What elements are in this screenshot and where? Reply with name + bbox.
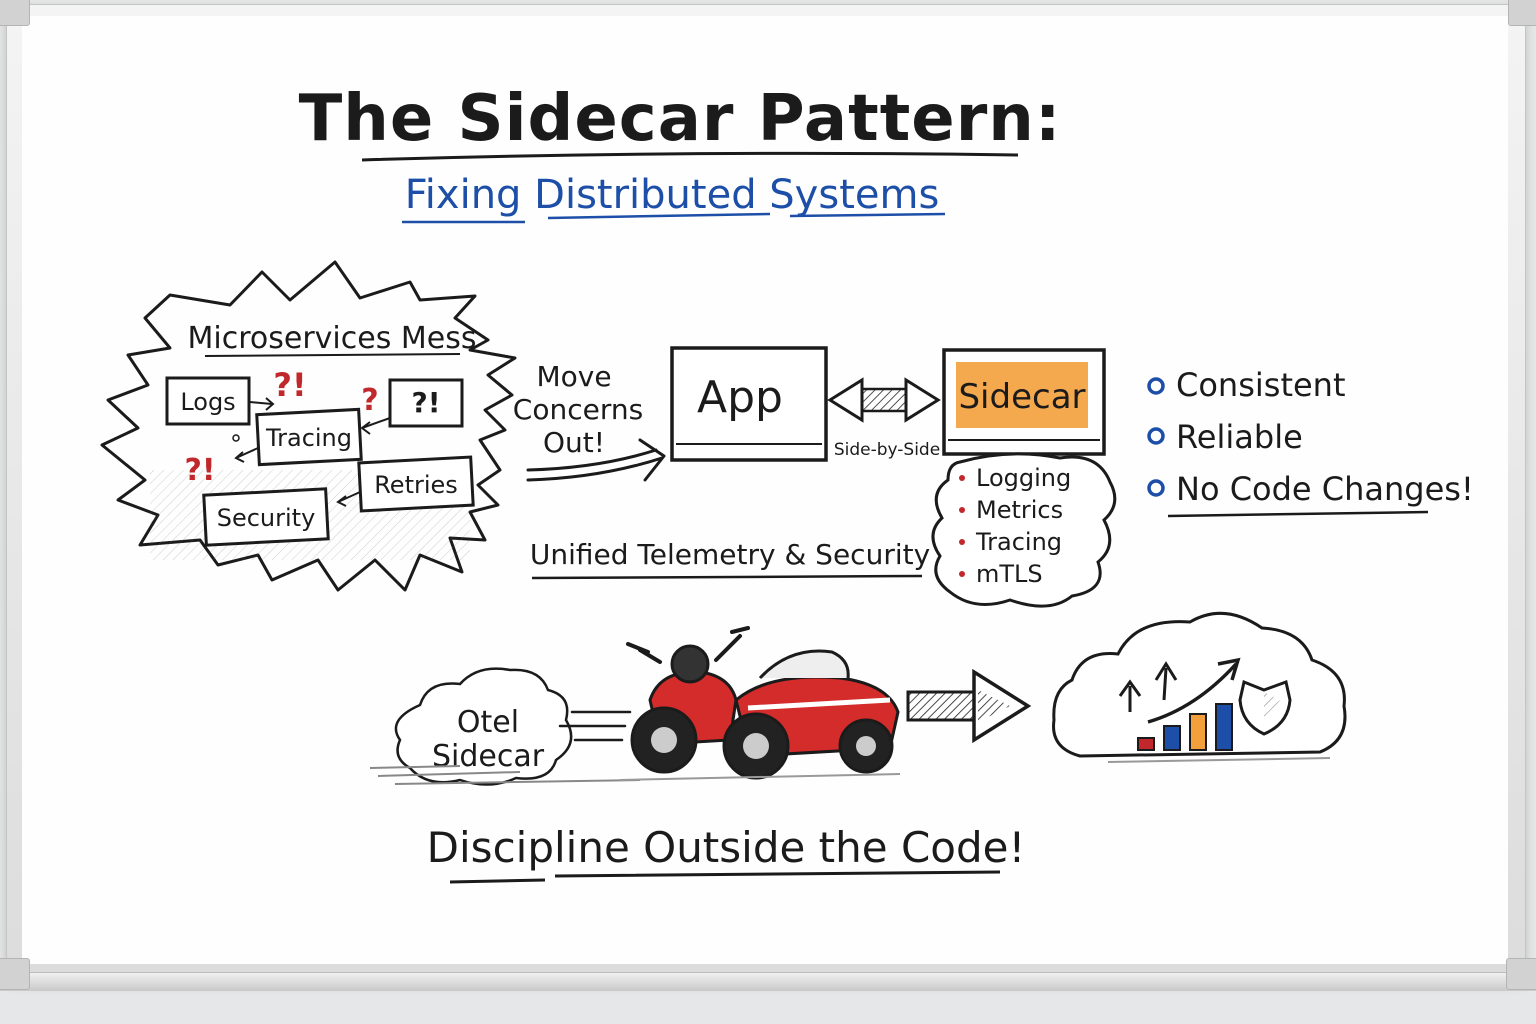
subtitle-underline bbox=[402, 212, 946, 224]
question-mark: ? bbox=[361, 383, 378, 418]
benefit-item: No Code Changes! bbox=[1176, 470, 1474, 508]
move-label-line: Out! bbox=[543, 426, 605, 459]
move-label-line: Concerns bbox=[513, 393, 643, 426]
motorcycle-sidecar bbox=[558, 626, 901, 781]
title-block: The Sidecar Pattern: Fixing Distributed … bbox=[299, 82, 1062, 224]
box-label: Tracing bbox=[265, 424, 352, 452]
mess-heading: Microservices Mess bbox=[188, 321, 477, 356]
feature-item: Metrics bbox=[976, 496, 1063, 524]
box-label: Retries bbox=[374, 471, 458, 499]
bar-chart-icon bbox=[1137, 703, 1233, 751]
result-arrow bbox=[906, 668, 1032, 744]
side-by-side-label: Side-by-Side bbox=[834, 440, 940, 460]
up-arrow-icon bbox=[1147, 657, 1241, 724]
feature-item: Tracing bbox=[975, 528, 1062, 556]
box-label: Logs bbox=[180, 388, 235, 416]
page-title: The Sidecar Pattern: bbox=[299, 82, 1062, 156]
feature-item: Logging bbox=[976, 464, 1071, 492]
mess-box-tracing: Tracing bbox=[255, 407, 363, 467]
box-label: ?! bbox=[411, 386, 440, 419]
mess-box-security: Security bbox=[202, 487, 330, 547]
marker-tray bbox=[0, 972, 1536, 991]
double-arrow: Side-by-Side bbox=[827, 377, 941, 460]
features-cloud: Logging Metrics Tracing mTLS bbox=[931, 452, 1117, 608]
box-label: Security bbox=[217, 504, 316, 532]
frame-corner bbox=[0, 958, 30, 990]
unified-telemetry: Unified Telemetry & Security bbox=[530, 538, 930, 580]
benefit-item: Consistent bbox=[1176, 366, 1346, 404]
mess-box-retries: Retries bbox=[357, 455, 475, 513]
sidecar-label: Sidecar bbox=[958, 377, 1085, 417]
microservices-mess: Microservices Mess Logs Tracing ?! Retri… bbox=[100, 260, 517, 592]
move-label-line: Move bbox=[536, 360, 611, 393]
otel-cloud: Otel Sidecar bbox=[369, 667, 641, 786]
tagline: Discipline Outside the Code! bbox=[427, 823, 1026, 872]
frame-corner bbox=[1508, 0, 1536, 26]
result-cloud bbox=[1052, 611, 1347, 763]
up-arrow-icon bbox=[1118, 679, 1142, 712]
app-box: App bbox=[670, 346, 828, 462]
unified-label: Unified Telemetry & Security bbox=[530, 538, 930, 571]
tagline-block: Discipline Outside the Code! bbox=[427, 823, 1026, 884]
sidecar-box: Sidecar bbox=[942, 348, 1106, 456]
app-label: App bbox=[697, 372, 783, 423]
feature-item: mTLS bbox=[976, 560, 1043, 588]
benefit-item: Reliable bbox=[1176, 418, 1303, 456]
title-underline bbox=[361, 151, 1019, 162]
mess-box-question: ?! bbox=[388, 378, 464, 428]
question-mark: ?! bbox=[273, 366, 306, 404]
question-mark: ?! bbox=[184, 453, 215, 488]
page-subtitle: Fixing Distributed Systems bbox=[405, 172, 940, 218]
otel-label-line: Sidecar bbox=[432, 739, 545, 774]
mess-box-logs: Logs bbox=[165, 376, 251, 426]
otel-label-line: Otel bbox=[457, 705, 519, 740]
benefits-list: Consistent Reliable No Code Changes! bbox=[1147, 366, 1474, 518]
frame-corner bbox=[0, 0, 30, 26]
frame-corner bbox=[1506, 958, 1536, 990]
move-arrow bbox=[526, 438, 666, 482]
move-concerns-label: Move Concerns Out! bbox=[513, 360, 666, 482]
up-arrow-icon bbox=[1154, 661, 1178, 701]
